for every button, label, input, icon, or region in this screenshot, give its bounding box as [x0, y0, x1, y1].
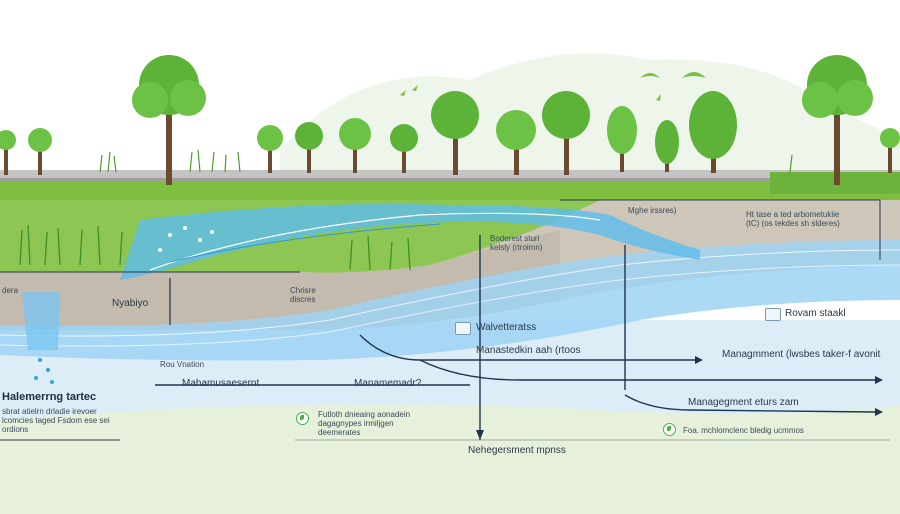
road-edge — [0, 178, 900, 181]
tree-icon — [496, 110, 536, 175]
label-center-body: Futloth dnieaing aonadein dagagnypes irm… — [318, 410, 411, 438]
label-waterfall: Nyabiyo — [112, 298, 149, 309]
groundwater-lines-2 — [0, 264, 900, 347]
note-icon — [455, 322, 471, 335]
label-left-body: sbrat atielrn drladie irevoer lcomcies t… — [2, 407, 110, 435]
label-left-arrow: Mahamusaesernt — [182, 378, 260, 389]
layer-boundary-2 — [560, 199, 881, 260]
tree-icon — [295, 122, 323, 173]
road — [0, 170, 900, 178]
stream-ripple-1 — [149, 212, 601, 271]
tree-icon — [607, 106, 637, 172]
waterfall — [22, 292, 60, 350]
label-bottom-center: Nehegersment mpnss — [468, 445, 566, 456]
label-center-top: Boderest sturi kelsly (rtroimn) — [490, 234, 543, 253]
label-upper-right-2: Ht tase a ted arbometukiie (tC) (os tekd… — [746, 210, 840, 229]
label-center-mid-2: Manastedkin aah (rtoos — [476, 345, 581, 356]
tree-icon — [802, 55, 873, 185]
tree-icon — [542, 91, 590, 175]
tree-icon — [132, 55, 206, 185]
grass-band — [0, 181, 900, 201]
label-right-mid: Rovam staakl — [785, 308, 846, 319]
surface-stream — [120, 204, 700, 280]
grass-tufts — [99, 149, 793, 173]
bird-icon — [400, 72, 706, 101]
wildflowers — [158, 226, 214, 252]
label-right-arrow: Managmment (lwsbes taker-f avonit — [722, 349, 881, 360]
arrowhead-icon — [476, 356, 883, 440]
tree-icon — [257, 125, 283, 173]
label-left-water: Rou Vnation — [160, 360, 205, 369]
tree-icon — [880, 128, 900, 173]
label-left-edge: dera — [2, 286, 19, 295]
tree-icon — [339, 118, 371, 173]
groundwater-body — [0, 240, 900, 361]
tree-icon — [431, 91, 479, 175]
label-left-heading: Halemerrng tartec — [2, 391, 97, 403]
tree-icon — [0, 130, 16, 175]
background-hill — [280, 53, 900, 171]
water-droplets — [34, 358, 54, 384]
label-upper-right: Mghe irssres) — [628, 206, 677, 215]
stream-ripple-2 — [169, 223, 441, 263]
tree-icon — [28, 128, 52, 175]
groundwater-lines — [0, 249, 900, 337]
note-icon — [765, 308, 781, 321]
label-center-arrow: Manamemadr? — [354, 378, 422, 389]
arrowhead-icon — [155, 334, 876, 413]
label-soil: Chrisre discres — [290, 286, 316, 305]
label-right-arrow-2: Managegment eturs zam — [688, 397, 799, 408]
tree-icon — [689, 91, 737, 173]
leaf-badge-icon — [663, 423, 676, 436]
leaf-badge-icon — [296, 412, 309, 425]
label-center-mid: Walvetteratss — [476, 322, 537, 333]
reeds — [19, 224, 411, 271]
tree-icon — [655, 120, 679, 172]
tree-icon — [390, 124, 418, 173]
label-right-body: Foa. mchlomclenc bledig ucmmos — [683, 426, 804, 435]
